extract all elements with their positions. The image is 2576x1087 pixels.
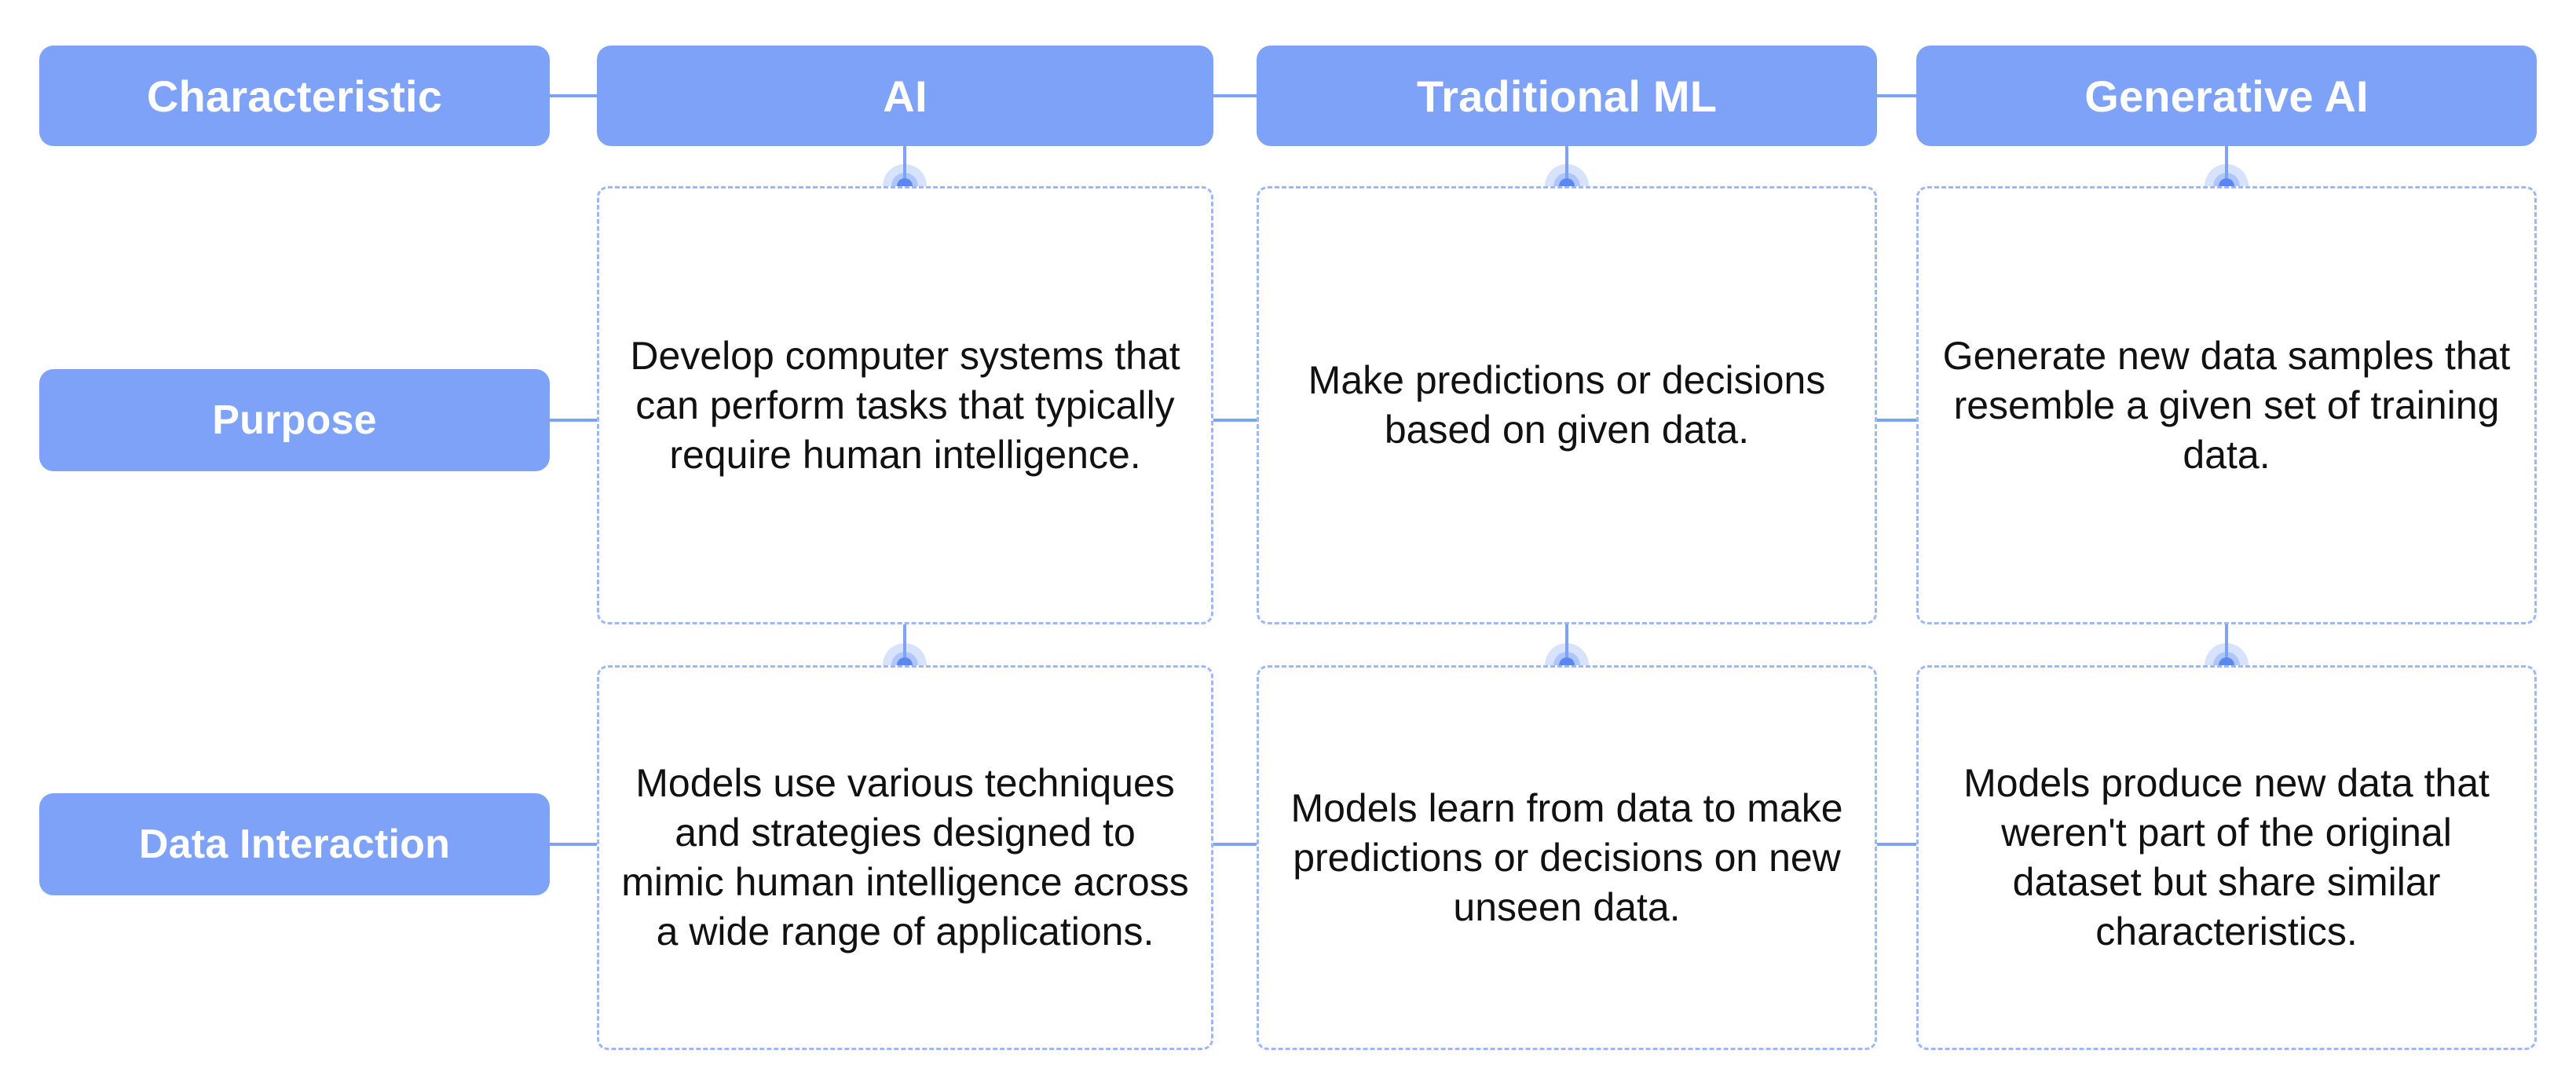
connector-header-2-3 [1213, 94, 1257, 97]
connector-data-label-to-cell [550, 843, 597, 846]
connector-data-ml-to-genai [1877, 843, 1916, 846]
header-characteristic[interactable]: Characteristic [39, 46, 550, 146]
connector-genai-purpose-to-data [2225, 624, 2228, 668]
connector-ai-purpose-to-data [903, 624, 906, 668]
header-ai[interactable]: AI [597, 46, 1213, 146]
row-label-data-interaction[interactable]: Data Interaction [39, 793, 550, 895]
connector-purpose-ml-to-genai [1877, 419, 1916, 422]
cell-purpose-generative-ai[interactable]: Generate new data samples that resemble … [1916, 186, 2537, 624]
cell-data-interaction-ai[interactable]: Models use various techniques and strate… [597, 665, 1213, 1050]
cell-data-interaction-generative-ai-text: Models produce new data that weren't par… [1963, 761, 2490, 953]
row-label-purpose[interactable]: Purpose [39, 369, 550, 471]
cell-purpose-ai-text: Develop computer systems that can perfor… [630, 333, 1180, 477]
cell-data-interaction-ai-text: Models use various techniques and strate… [621, 761, 1189, 953]
cell-data-interaction-generative-ai[interactable]: Models produce new data that weren't par… [1916, 665, 2537, 1050]
cell-purpose-ai[interactable]: Develop computer systems that can perfor… [597, 186, 1213, 624]
connector-purpose-label-to-cell [550, 419, 597, 422]
connector-ai-header-to-purpose [903, 146, 906, 189]
connector-ml-purpose-to-data [1565, 624, 1568, 668]
connector-data-ai-to-ml [1213, 843, 1257, 846]
cell-data-interaction-traditional-ml[interactable]: Models learn from data to make predictio… [1257, 665, 1877, 1050]
connector-header-1-2 [550, 94, 597, 97]
cell-purpose-generative-ai-text: Generate new data samples that resemble … [1942, 333, 2511, 477]
cell-purpose-traditional-ml[interactable]: Make predictions or decisions based on g… [1257, 186, 1877, 624]
header-generative-ai[interactable]: Generative AI [1916, 46, 2537, 146]
header-traditional-ml[interactable]: Traditional ML [1257, 46, 1877, 146]
connector-header-3-4 [1877, 94, 1916, 97]
connector-purpose-ai-to-ml [1213, 419, 1257, 422]
connector-ml-header-to-purpose [1565, 146, 1568, 189]
cell-purpose-traditional-ml-text: Make predictions or decisions based on g… [1308, 358, 1826, 452]
connector-genai-header-to-purpose [2225, 146, 2228, 189]
cell-data-interaction-traditional-ml-text: Models learn from data to make predictio… [1290, 785, 1843, 929]
